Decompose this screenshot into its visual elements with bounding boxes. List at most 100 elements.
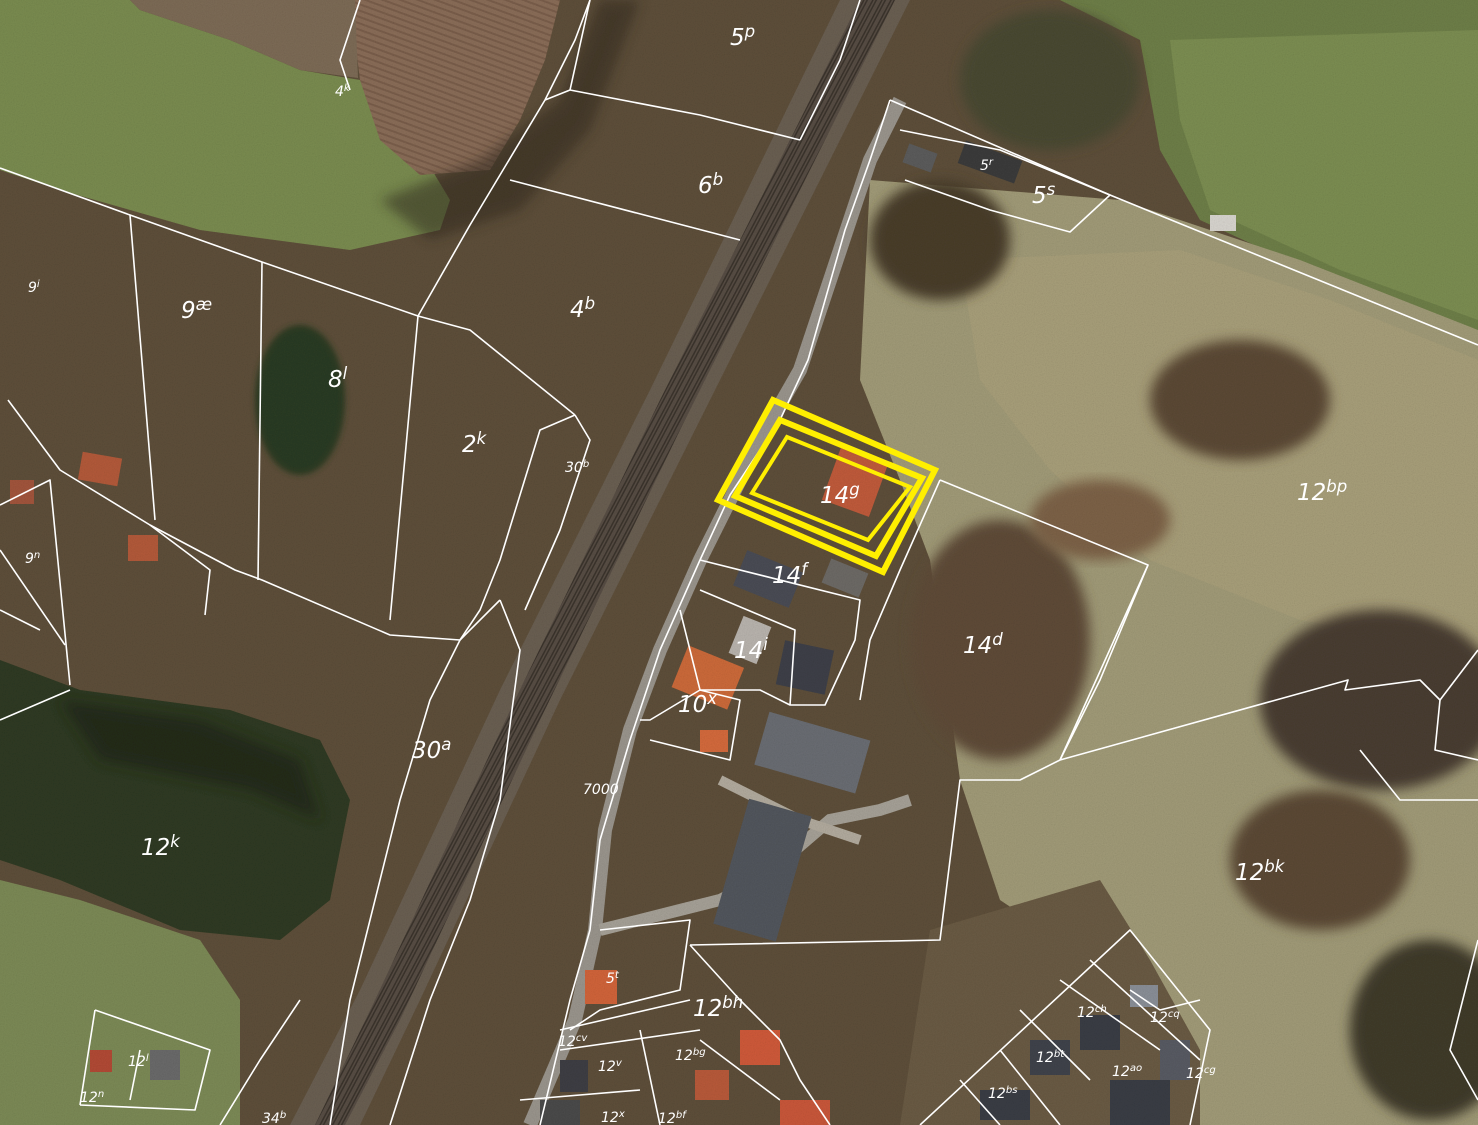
label-base: 5 [606,971,615,987]
label-sup: bh [722,993,743,1012]
parcel-label-8l[interactable]: 8l [328,364,348,393]
parcel-label-30b[interactable]: 30b [565,459,589,476]
parcel-label-12ch[interactable]: 12ch [1077,1004,1107,1021]
label-base: 5 [980,158,989,174]
label-base: 30 [565,460,583,476]
parcel-label-34b[interactable]: 34b [262,1110,286,1125]
parcel-label-12cq[interactable]: 12cq [1150,1009,1180,1026]
parcel-label-5s[interactable]: 5s [1032,180,1056,209]
label-sup: bt [1054,1049,1065,1060]
label-sup: l [343,364,348,383]
parcel-label-9i[interactable]: 9i [28,279,40,296]
parcel-label-12bg[interactable]: 12bg [675,1047,706,1064]
parcel-label-2k[interactable]: 2k [462,429,488,458]
parcel-label-12v[interactable]: 12v [598,1058,623,1075]
label-sup: k [344,83,351,94]
label-sup: cg [1204,1065,1217,1076]
label-base: 6 [698,173,713,199]
label-base: 9 [25,551,34,567]
parcel-label-12bf[interactable]: 12bf [658,1110,687,1125]
parcel-label-4k[interactable]: 4k [335,83,351,100]
label-base: 14 [772,563,801,589]
label-base: 14 [963,633,992,659]
parcel-label-12bh[interactable]: 12bh [693,993,743,1022]
label-sup: bs [1006,1085,1018,1096]
parcel-label-6b[interactable]: 6b [698,170,723,199]
label-base: 12 [1077,1005,1095,1021]
label-sup: n [34,550,40,561]
label-sup: k [170,832,181,851]
parcel-label-14g[interactable]: 14g [820,480,860,509]
parcel-label-14i[interactable]: 14i [734,635,768,664]
label-sup: f [801,560,809,579]
label-base: 4 [335,84,344,100]
label-base: 12 [80,1090,98,1106]
highlighted-parcel-14g[interactable] [713,396,940,576]
label-base: 2 [462,432,477,458]
parcel-label-7000[interactable]: 7000 [583,782,619,798]
label-sup: a [441,735,451,754]
parcel-label-12n[interactable]: 12n [80,1089,104,1106]
parcel-label-5p[interactable]: 5p [730,22,755,51]
label-sup: l [146,1053,149,1064]
parcel-label-12ao[interactable]: 12ao [1112,1063,1142,1080]
label-base: 7000 [583,782,619,798]
label-sup: cv [576,1033,589,1044]
label-base: 9 [181,298,196,324]
parcel-label-12cg[interactable]: 12cg [1186,1065,1216,1082]
label-sup: æ [196,295,212,314]
label-base: 12 [1112,1064,1130,1080]
label-sup: bf [676,1110,687,1121]
label-base: 12 [658,1111,676,1125]
label-base: 5 [1032,183,1047,209]
parcel-label-10x[interactable]: 10x [678,689,717,718]
label-base: 9 [28,280,37,296]
parcel-label-4b[interactable]: 4b [570,294,595,323]
label-base: 12 [1297,480,1326,506]
label-sup: b [713,170,724,189]
label-base: 30 [412,738,441,764]
label-sup: bg [693,1047,706,1058]
label-base: 12 [128,1054,146,1070]
label-base: 10 [678,692,707,718]
parcel-label-12bt[interactable]: 12bt [1036,1049,1065,1066]
label-base: 12 [693,996,722,1022]
label-sup: b [585,294,596,313]
parcel-label-9ae[interactable]: 9æ [181,295,212,324]
parcel-label-12l[interactable]: 12l [128,1053,149,1070]
label-base: 12 [1036,1050,1054,1066]
label-base: 12 [1150,1010,1168,1026]
parcel-label-12cv[interactable]: 12cv [558,1033,588,1050]
parcel-label-12bs[interactable]: 12bs [988,1085,1018,1102]
parcel-label-12k[interactable]: 12k [141,832,181,861]
parcel-label-14d[interactable]: 14d [963,630,1003,659]
label-base: 4 [570,297,585,323]
label-sup: t [615,970,620,981]
parcel-label-5r[interactable]: 5r [980,157,994,174]
parcel-label-5t[interactable]: 5t [606,970,620,987]
label-sup: b [583,459,589,470]
label-sup: x [706,689,717,708]
parcel-label-12x[interactable]: 12x [601,1109,626,1125]
label-sup: d [992,630,1003,649]
parcel-label-14f[interactable]: 14f [772,560,809,589]
parcel-label-9n[interactable]: 9n [25,550,40,567]
label-sup: n [98,1089,104,1100]
label-base: 12 [988,1086,1006,1102]
label-sup: v [616,1058,623,1069]
parcel-label-12bk[interactable]: 12bk [1235,857,1286,886]
label-sup: x [618,1109,626,1120]
label-base: 12 [601,1110,619,1125]
parcel-label-30a[interactable]: 30a [412,735,451,764]
label-base: 12 [675,1048,693,1064]
label-base: 12 [558,1034,576,1050]
parcel-labels: 5p 4k 6b 5r 5s 9i 9æ 4b 8l 2k 30b 14g 12… [25,22,1347,1125]
label-base: 8 [328,367,343,393]
label-sup: r [989,157,994,168]
buildings [10,140,1236,1125]
parcel-label-12bp[interactable]: 12bp [1297,477,1347,506]
